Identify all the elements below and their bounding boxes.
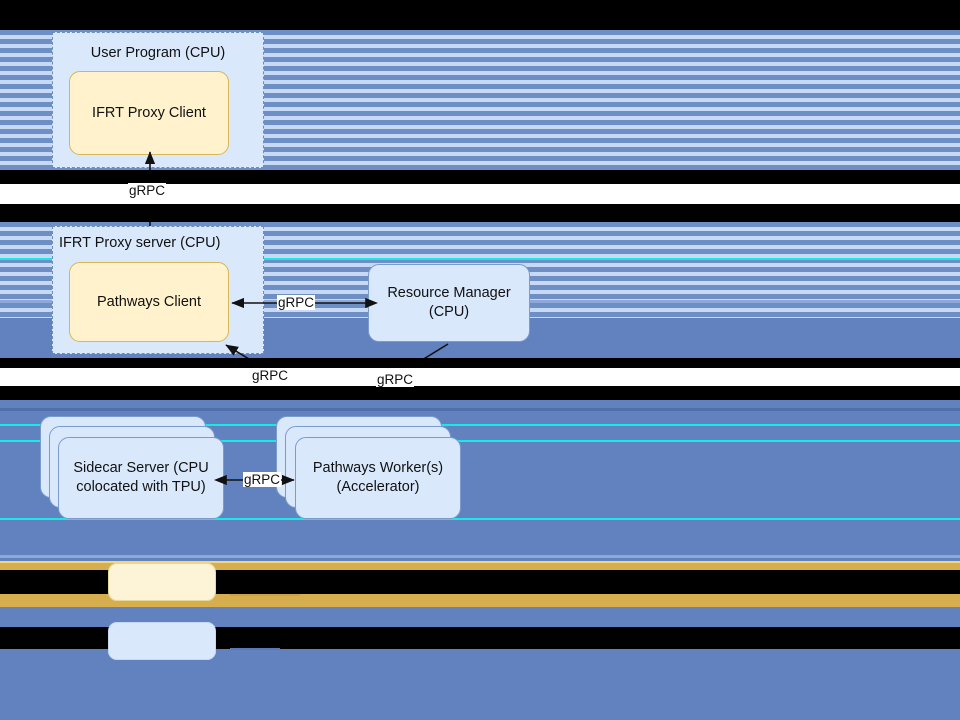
container-ifrt-proxy-server-title: IFRT Proxy server (CPU) [59, 235, 221, 251]
node-pathways-worker-line1: Pathways Worker(s) [312, 460, 444, 477]
node-sidecar-server[interactable]: Sidecar Server (CPU colocated with TPU) [58, 437, 224, 519]
stripe-detail-3 [0, 555, 960, 558]
edge-label-client-to-proxy-overlay: gRPC [128, 183, 167, 198]
corruption-band-white-1 [0, 184, 960, 204]
corruption-band-black-1 [0, 170, 960, 184]
legend-underline-blue [230, 648, 280, 650]
corruption-band-black-4 [0, 386, 960, 400]
edge-label-rm-to-workers-overlay: gRPC [376, 372, 415, 387]
legend-label-blue-redacted [0, 627, 960, 649]
node-resource-manager-line2: (CPU) [428, 304, 470, 320]
node-resource-manager[interactable]: Resource Manager (CPU) [368, 264, 530, 342]
node-pathways-worker[interactable]: Pathways Worker(s) (Accelerator) [295, 437, 461, 519]
corruption-band-gold-hairline [0, 561, 960, 563]
node-sidecar-server-line2: colocated with TPU) [76, 479, 206, 495]
cyan-artifact-line-3 [0, 440, 960, 442]
edge-label-sidecar-to-worker: gRPC [243, 472, 282, 487]
node-pathways-client[interactable]: Pathways Client [69, 262, 229, 342]
legend-underline-yellow [230, 594, 300, 596]
node-pathways-worker-line2: (Accelerator) [336, 479, 420, 495]
legend-swatch-blue-top [108, 622, 216, 660]
corruption-band-black-3 [0, 358, 960, 368]
cyan-artifact-line-4 [0, 518, 960, 520]
cyan-artifact-line-1 [0, 258, 960, 260]
edge-label-rm-to-pathways-client: gRPC [277, 295, 316, 310]
container-user-program-title: User Program (CPU) [90, 45, 226, 61]
legend-swatch-yellow-top [108, 563, 216, 601]
node-sidecar-server-line1: Sidecar Server (CPU [73, 460, 209, 477]
corruption-band-black-2 [0, 204, 960, 222]
node-resource-manager-line1: Resource Manager [387, 285, 511, 302]
stripe-detail-2 [0, 408, 960, 411]
edge-label-sidecar-to-pathways-client-overlay: gRPC [251, 368, 290, 383]
corruption-band-black-top [0, 0, 960, 30]
background-solid-bottom [0, 600, 960, 720]
cyan-artifact-line-2 [0, 424, 960, 426]
node-ifrt-proxy-client[interactable]: IFRT Proxy Client [69, 71, 229, 155]
corruption-band-white-2 [0, 368, 960, 386]
